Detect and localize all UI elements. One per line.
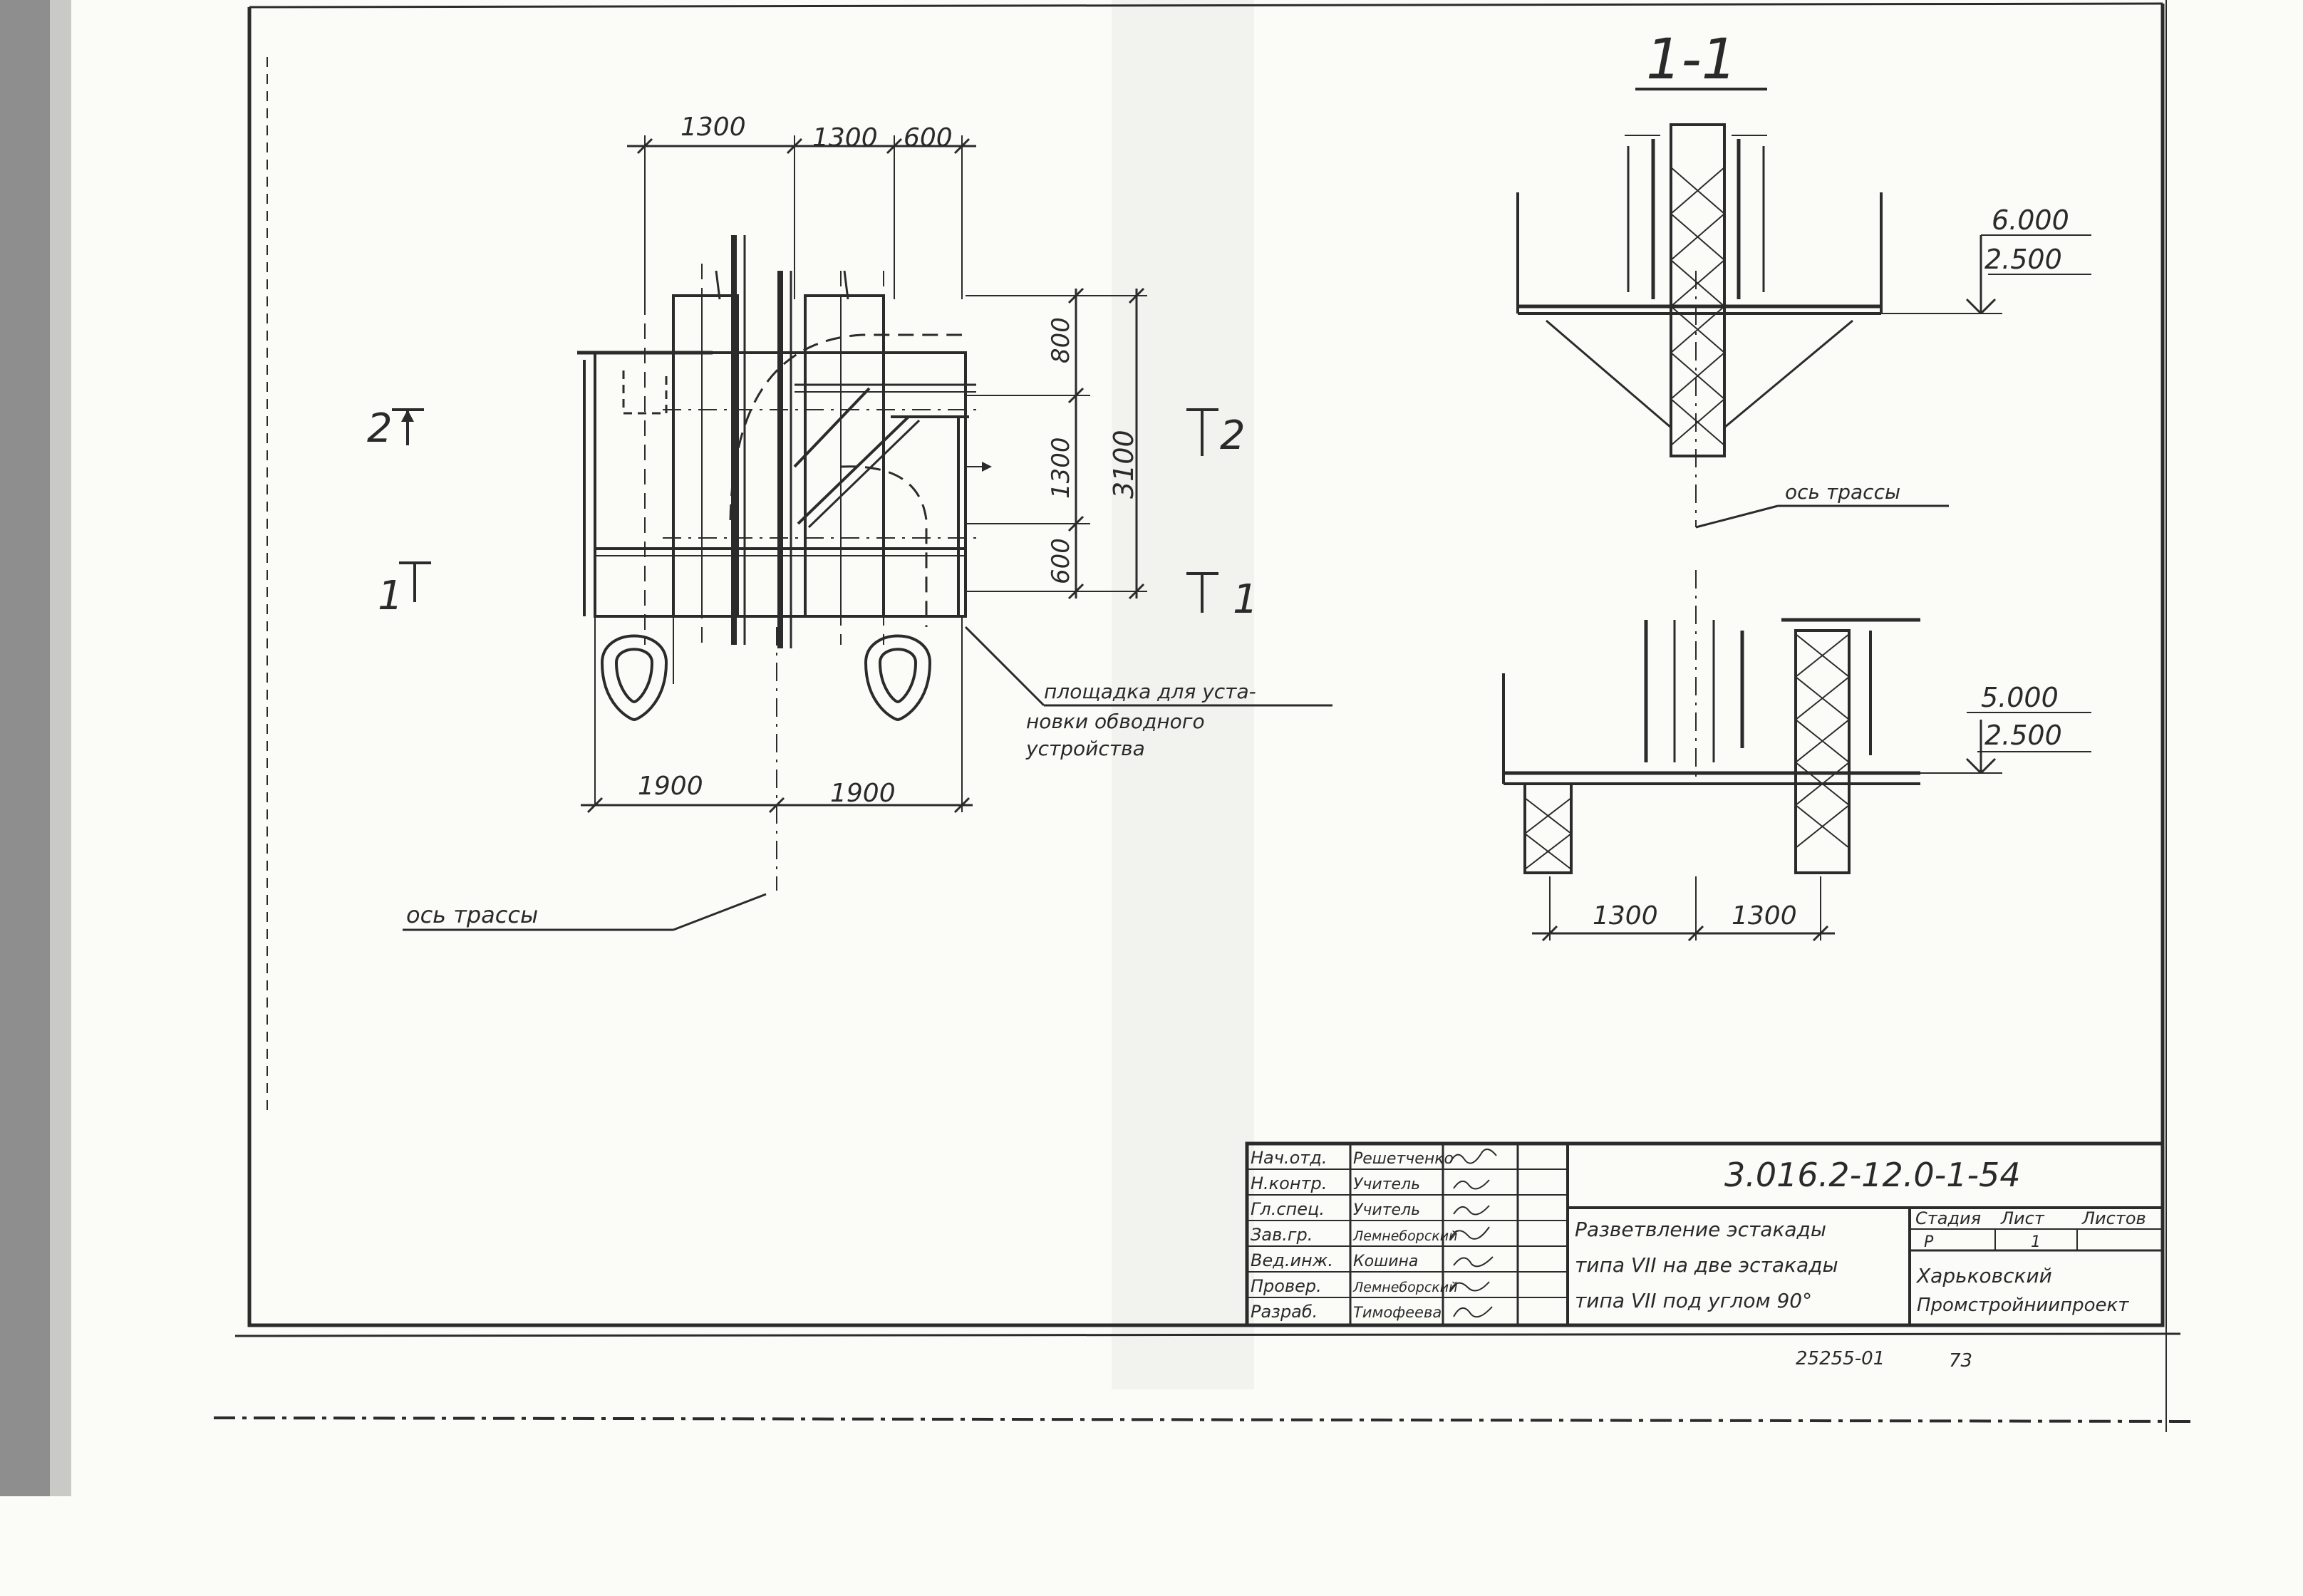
- section-upper-elev-top: 6.000: [1992, 204, 2069, 236]
- platform-note-line-3: устройства: [1025, 737, 1145, 760]
- section-dim-bottom-2: 1300: [1732, 901, 1797, 931]
- role-4: Вед.инж.: [1251, 1250, 1333, 1270]
- section-upper: ось трассы 6.000 2.500: [1516, 123, 2091, 529]
- col-header-sheet: Лист: [2000, 1208, 2045, 1228]
- cut-mark-left-lower: 1: [378, 573, 403, 619]
- section-dim-bottom-1: 1300: [1593, 901, 1658, 931]
- title-line-1: Разветвление эстакады: [1575, 1218, 1826, 1241]
- footer-code: 25255-01: [1796, 1348, 1885, 1369]
- paper-fold: [1112, 0, 1254, 1389]
- drawing-frame: [213, 0, 2195, 1432]
- role-0: Нач.отд.: [1251, 1148, 1327, 1168]
- stage-value: Р: [1924, 1233, 1934, 1251]
- name-1: Учитель: [1353, 1176, 1420, 1193]
- plan-dim-right-1: 800: [1047, 317, 1075, 363]
- doc-code: 3.016.2-12.0-1-54: [1724, 1156, 2021, 1194]
- section-axis-label: ось трассы: [1785, 480, 1900, 504]
- plan-axis-callout: ось трассы: [403, 893, 767, 931]
- plan-supports: [594, 616, 963, 812]
- name-6: Тимофеева: [1353, 1304, 1442, 1321]
- cut-mark-left-upper: 2: [367, 405, 393, 452]
- plan-dim-top-3: 600: [904, 123, 953, 152]
- plan-dim-bottom: 1900 1900: [581, 627, 973, 891]
- plan-dim-top-1: 1300: [680, 113, 746, 142]
- title-block-roles: Нач.отд. Н.контр. Гл.спец. Зав.гр. Вед.и…: [1251, 1148, 1333, 1322]
- org-line-2: Промстройниипроект: [1917, 1295, 2129, 1316]
- plan-dim-right: 800 1300 600 3100: [966, 287, 1147, 600]
- role-6: Разраб.: [1251, 1302, 1318, 1322]
- name-5: Лемнеборский: [1352, 1280, 1457, 1295]
- plan-dim-total-right: 3100: [1108, 430, 1139, 499]
- plan-dim-right-2: 1300: [1047, 437, 1075, 499]
- scan-edge: [0, 0, 50, 1496]
- section-lower-elev-bottom: 2.500: [1984, 720, 2062, 751]
- role-2: Гл.спец.: [1251, 1199, 1325, 1219]
- signatures: [1449, 1149, 1497, 1318]
- plan-dim-bottom-2: 1900: [830, 779, 896, 808]
- plan-platform-callout: площадка для уста- новки обводного устро…: [964, 626, 1332, 760]
- cut-mark-right-lower: 1: [1233, 576, 1258, 623]
- name-2: Учитель: [1353, 1201, 1420, 1219]
- col-header-sheets: Листов: [2081, 1208, 2146, 1228]
- section-lower: 5.000 2.500 1300 1300: [1502, 570, 2091, 942]
- section-lower-elev-top: 5.000: [1981, 682, 2059, 713]
- section-view: 1-1 ось трассы: [1502, 28, 2091, 942]
- role-1: Н.контр.: [1251, 1173, 1327, 1193]
- title-block-names: Решетченко Учитель Учитель Лемнеборский …: [1352, 1150, 1457, 1321]
- name-3: Лемнеборский: [1352, 1228, 1457, 1244]
- scan-edge-gradient: [50, 0, 71, 1496]
- section-upper-elev-bottom: 2.500: [1984, 244, 2062, 275]
- cut-markers: 2 1 2 1: [367, 405, 1258, 623]
- title-block: Нач.отд. Н.контр. Гл.спец. Зав.гр. Вед.и…: [1245, 1141, 2165, 1372]
- plan-axis-label: ось трассы: [406, 901, 538, 928]
- sheet-number: 1: [2031, 1233, 2041, 1251]
- footer-page: 73: [1949, 1350, 1972, 1372]
- plan-dim-top-2: 1300: [812, 123, 878, 152]
- section-title: 1-1: [1646, 28, 1737, 92]
- col-header-stage: Стадия: [1915, 1208, 1981, 1228]
- plan-dim-right-3: 600: [1047, 538, 1075, 584]
- org-line-1: Харьковский: [1915, 1264, 2052, 1287]
- name-4: Кошина: [1353, 1253, 1418, 1270]
- platform-note-line-2: новки обводного: [1026, 710, 1205, 733]
- name-0: Решетченко: [1353, 1150, 1454, 1168]
- platform-note-line-1: площадка для уста-: [1044, 680, 1256, 703]
- plan-dim-top: 1300 1300 600: [627, 113, 976, 299]
- plan-view: 1300 1300 600: [367, 113, 1332, 931]
- role-3: Зав.гр.: [1251, 1225, 1313, 1245]
- plan-structure: [577, 235, 992, 648]
- role-5: Провер.: [1251, 1276, 1322, 1296]
- plan-dim-bottom-1: 1900: [638, 772, 703, 801]
- cut-mark-right-upper: 2: [1220, 413, 1246, 459]
- title-line-3: типа VII под углом 90°: [1575, 1289, 1812, 1312]
- title-line-2: типа VII на две эстакады: [1575, 1253, 1838, 1277]
